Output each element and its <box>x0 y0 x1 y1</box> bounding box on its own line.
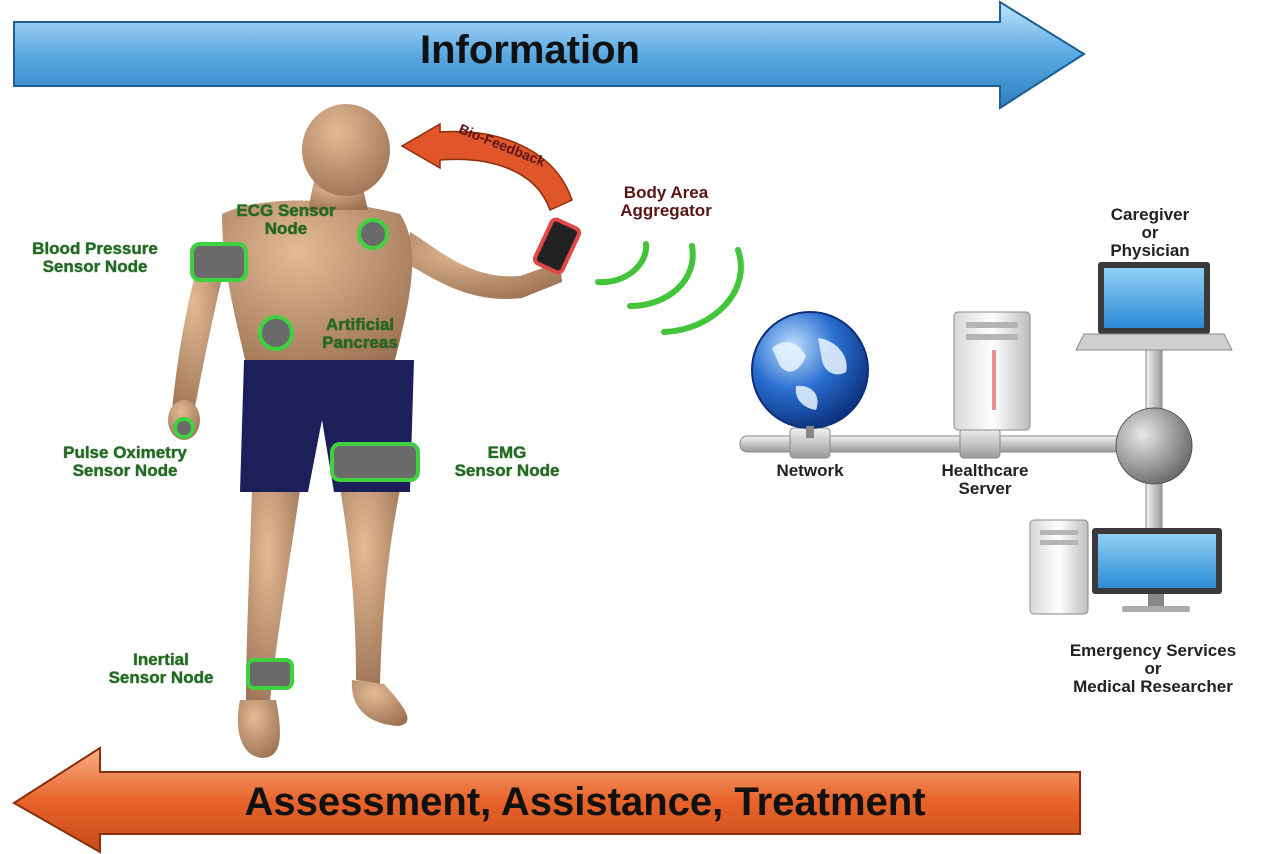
sensor-nodes <box>173 218 420 690</box>
emergency-services-label: Emergency Services or Medical Researcher <box>1069 641 1237 696</box>
body-area-aggregator-device <box>532 217 582 275</box>
bio-feedback-arrow <box>400 122 573 212</box>
laptop-icon <box>1075 262 1233 351</box>
assessment-arrow <box>12 746 1081 854</box>
blood-pressure-sensor-label: Blood Pressure Sensor Node <box>32 239 158 276</box>
assessment-title: Assessment, Assistance, Treatment <box>244 780 926 824</box>
pulse-oximetry-sensor-label: Pulse Oximetry Sensor Node <box>63 443 187 480</box>
information-title: Information <box>420 28 640 72</box>
body-area-aggregator-label: Body Area Aggregator <box>620 183 712 220</box>
caregiver-label: Caregiver or Physician <box>1110 205 1190 260</box>
wireless-waves <box>595 241 744 335</box>
inertial-sensor-label: Inertial Sensor Node <box>108 650 214 687</box>
desktop-computer-icon <box>1029 519 1222 615</box>
information-arrow <box>13 0 1086 110</box>
network-label: Network <box>776 461 844 480</box>
globe-icon <box>751 311 869 438</box>
ecg-sensor-label: ECG Sensor Node <box>236 201 336 238</box>
emg-sensor-label: EMG Sensor Node <box>454 443 560 480</box>
artificial-pancreas-label: Artificial Pancreas <box>322 315 398 352</box>
network-hub <box>1115 407 1193 485</box>
healthcare-server-label: Healthcare Server <box>941 461 1029 498</box>
healthcare-server-icon <box>953 311 1031 431</box>
